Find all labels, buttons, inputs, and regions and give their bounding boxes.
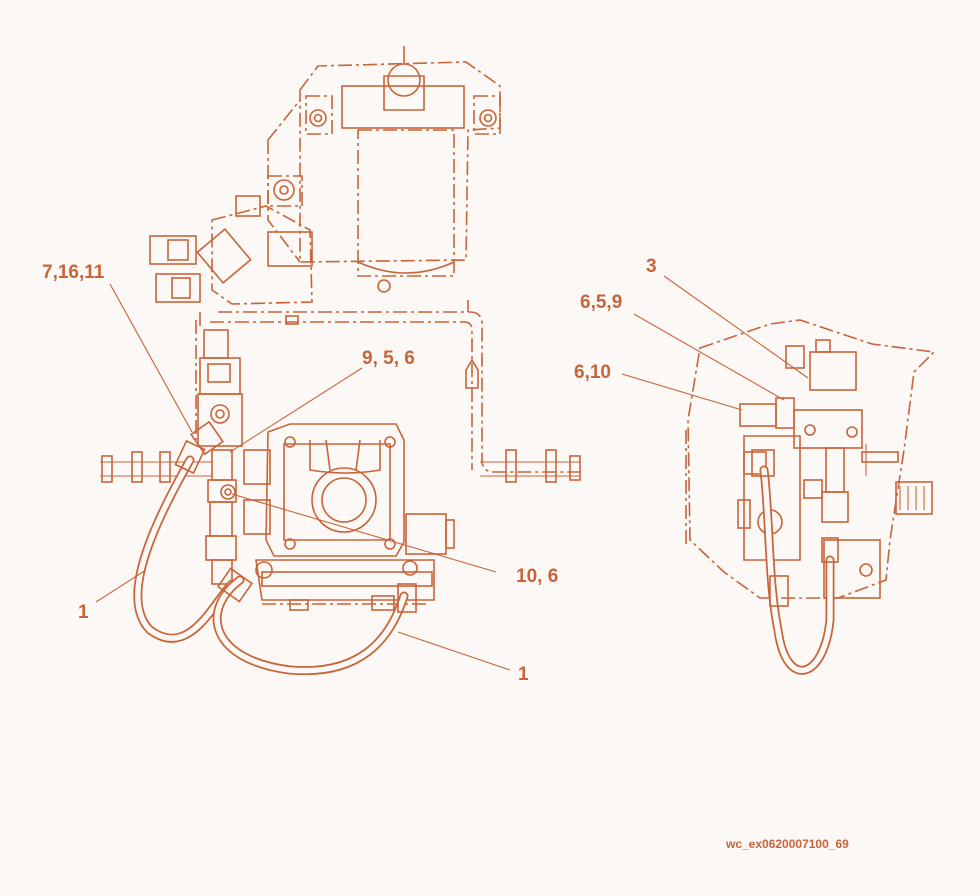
hydraulic-hoses-right: [751, 449, 839, 675]
drawing-reference-code: wc_ex0620007100_69: [725, 837, 849, 851]
left-assembly-view: [95, 46, 581, 676]
callout-7-16-11: 7,16,11: [42, 262, 105, 283]
hydraulic-pump-body: [243, 423, 455, 611]
right-leader-lines: [621, 275, 809, 411]
vertical-valve-stack: [189, 329, 243, 585]
left-leader-lines: [95, 283, 511, 671]
callout-10-6: 10, 6: [516, 566, 558, 587]
callout-1-bottom: 1: [518, 664, 529, 685]
hydraulic-hoses-left: [133, 439, 418, 676]
right-housing-outline: [685, 319, 936, 599]
callout-3: 3: [646, 256, 657, 277]
callout-9-5-6: 9, 5, 6: [362, 348, 415, 369]
right-assembly-view: [621, 275, 936, 675]
callout-1-left: 1: [78, 602, 89, 623]
callout-6-10: 6,10: [574, 362, 611, 383]
callout-6-5-9: 6,5,9: [580, 292, 622, 313]
rigid-hydraulic-line: [100, 300, 581, 483]
callout-labels: 7,16,11 9, 5, 6 10, 6 1 1 3 6,5,9 6,10: [42, 256, 657, 685]
upper-motor-housing: [267, 46, 501, 293]
solenoid-valve-block: [149, 175, 313, 305]
